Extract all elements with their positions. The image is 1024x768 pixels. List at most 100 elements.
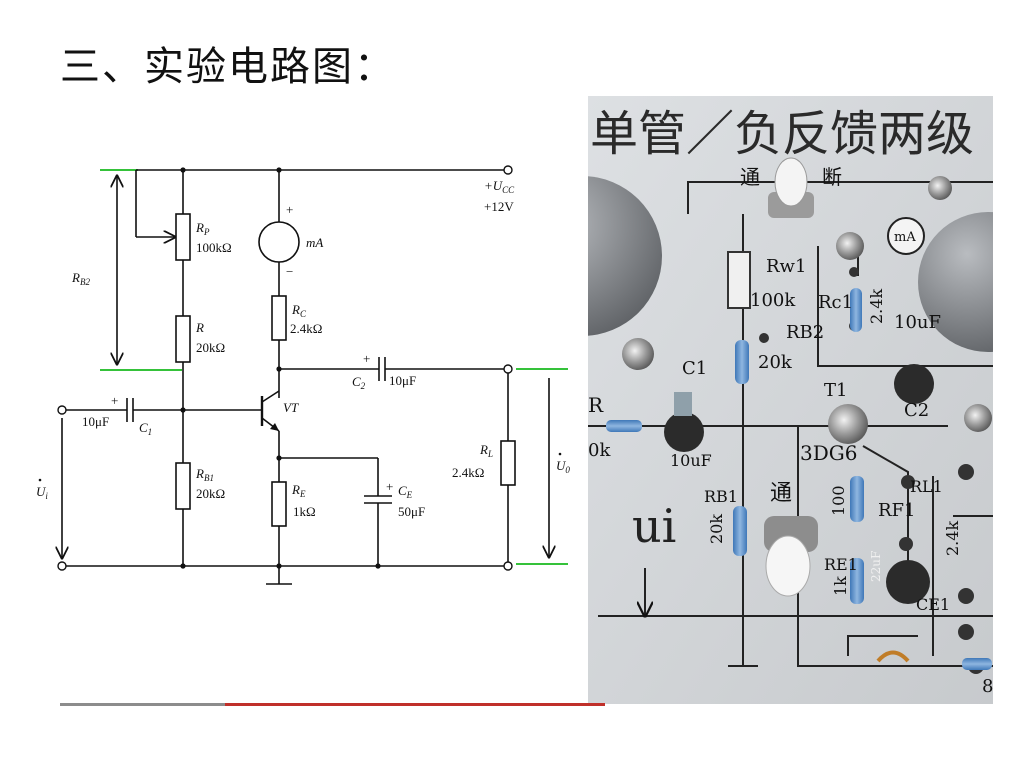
potentiometer-rw1[interactable]: [727, 251, 751, 309]
ui-dot: [38, 478, 42, 482]
left-knob: [588, 176, 662, 336]
test-jack[interactable]: [759, 333, 769, 343]
rb2-label: RB2: [786, 322, 824, 343]
resistor-left: [606, 420, 642, 432]
capacitor-c1-top: [674, 392, 692, 416]
c1-value: 10μF: [82, 414, 109, 429]
rb1-value: 20k: [707, 514, 726, 544]
resistor-rl: [500, 440, 516, 486]
input-ground-terminal: [57, 561, 67, 571]
right-knob: [918, 212, 993, 352]
rb1-label: RB1: [195, 466, 214, 483]
ce-plus: +: [386, 479, 393, 494]
switch-off-label: 断: [822, 165, 842, 189]
junction: [276, 563, 282, 569]
t1-label: T1: [824, 380, 847, 401]
board-title: 单管／负反馈两级: [590, 106, 974, 162]
transistor-t1: [828, 404, 868, 444]
top-switch-lever[interactable]: [774, 157, 808, 207]
test-jack[interactable]: [901, 475, 915, 489]
r-label: R: [195, 320, 204, 335]
capacitor-c2: [894, 364, 934, 404]
meter-minus: −: [286, 264, 293, 279]
uo-label: U0: [556, 458, 570, 475]
page-title: 三、实验电路图：: [60, 44, 396, 90]
junction: [375, 563, 381, 569]
output-ground-terminal: [503, 561, 513, 571]
test-jack[interactable]: [964, 404, 992, 432]
capacitor-c1: [664, 412, 704, 452]
rc-label: RC: [291, 302, 307, 319]
re1-value: 1k: [831, 576, 850, 596]
c2-label: C2: [352, 374, 366, 391]
bottom-divider-red: [225, 703, 605, 706]
rl1-value: 2.4k: [943, 521, 962, 556]
switch-on-label-2: 通: [770, 481, 792, 506]
r-left-label: R: [588, 393, 604, 417]
ce-value: 50μF: [398, 504, 425, 519]
rw1-value: 100k: [750, 290, 796, 311]
resistor-edge: [962, 658, 992, 670]
junction: [180, 167, 186, 173]
rc1-value: 2.4k: [867, 289, 886, 324]
rf1-value: 100: [829, 485, 848, 516]
c1-value-board: 10uF: [670, 451, 712, 470]
test-jack[interactable]: [622, 338, 654, 370]
meter-ma-label: mA: [894, 230, 916, 245]
r-left-value: 0k: [588, 440, 611, 461]
rp-value: 100kΩ: [196, 240, 232, 255]
resistor-rp: [175, 213, 191, 261]
ce1-label: CE1: [916, 595, 950, 614]
transistor-label: VT: [283, 400, 299, 415]
resistor-re1: [850, 558, 864, 604]
c2-label-board: C2: [904, 400, 929, 421]
c1-label-board: C1: [682, 358, 707, 379]
ce1-value: 22uF: [869, 551, 883, 582]
uo-dot: [558, 452, 562, 456]
test-jack[interactable]: [928, 176, 952, 200]
r-value: 20kΩ: [196, 340, 225, 355]
rw1-label: Rw1: [766, 256, 806, 277]
ui-label: Ui: [36, 484, 48, 501]
test-jack[interactable]: [899, 537, 913, 551]
junction: [276, 167, 282, 173]
resistor-rb1: [733, 506, 747, 556]
emitter-arrow: [270, 423, 279, 431]
resistor-rc: [271, 295, 287, 341]
bottom-divider-gray: [60, 703, 225, 706]
rc-value: 2.4kΩ: [290, 321, 322, 336]
t1-part: 3DG6: [800, 441, 857, 465]
test-jack[interactable]: [836, 232, 864, 260]
rl-label: RL: [479, 442, 493, 459]
meter-plus: +: [286, 202, 293, 217]
c2-value: 10μF: [389, 373, 416, 388]
resistor-rc1: [850, 288, 862, 332]
switch-on-label: 通: [740, 165, 760, 189]
rc1-label: Rc1: [818, 292, 853, 313]
trainer-board-photo: 单管／负反馈两级 通 断 mA Rw1 100k Rc1 2.4k RB2 20…: [588, 96, 993, 704]
rf1-label: RF1: [878, 500, 916, 521]
rb1-value: 20kΩ: [196, 486, 225, 501]
re1-label: RE1: [824, 555, 858, 574]
resistor-re: [271, 481, 287, 527]
milliammeter: [258, 221, 300, 263]
rb2-label: RB2: [71, 270, 90, 287]
test-jack[interactable]: [958, 588, 974, 604]
rp-label: RP: [195, 220, 210, 237]
c2-plus: +: [363, 351, 370, 366]
ucc-terminal: [503, 165, 513, 175]
vt-collector-lead: [261, 390, 280, 403]
test-jack[interactable]: [849, 267, 859, 277]
bottom-switch-lever[interactable]: [765, 535, 811, 597]
resistor-r: [175, 315, 191, 363]
meter-label: mA: [306, 235, 323, 250]
board-drawing: 单管／负反馈两级 通 断 mA Rw1 100k Rc1 2.4k RB2 20…: [588, 96, 993, 704]
test-jack[interactable]: [958, 464, 974, 480]
test-jack[interactable]: [958, 624, 974, 640]
capacitor-ce1: [886, 560, 930, 604]
ce-label: CE: [398, 483, 413, 500]
rb1-label: RB1: [704, 487, 738, 506]
rl-value: 2.4kΩ: [452, 465, 484, 480]
edge-digit: 8: [982, 676, 993, 697]
c2-value-board: 10uF: [894, 312, 941, 333]
